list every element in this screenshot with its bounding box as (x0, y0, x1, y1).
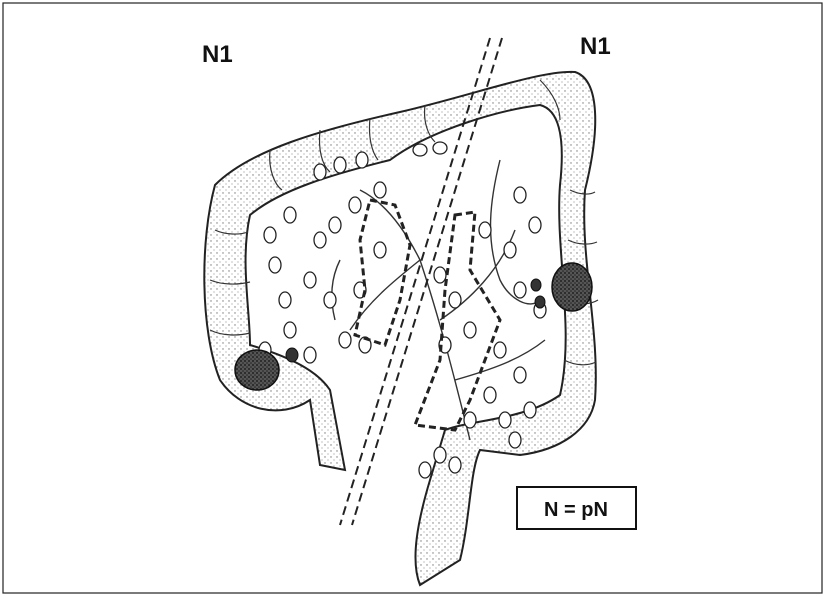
legend-label: N = pN (544, 499, 608, 521)
positive-node (531, 279, 541, 291)
resection-regions (355, 200, 500, 430)
right-stage-label: N1 (580, 33, 611, 60)
lymph-nodes (259, 142, 546, 478)
tumor-right (552, 263, 592, 311)
positive-node (535, 296, 545, 308)
left-stage-label: N1 (202, 41, 233, 68)
tumor-left (235, 350, 279, 390)
mesenteric-vessels (332, 160, 545, 440)
positive-node (286, 348, 298, 362)
figure-frame (3, 3, 822, 593)
